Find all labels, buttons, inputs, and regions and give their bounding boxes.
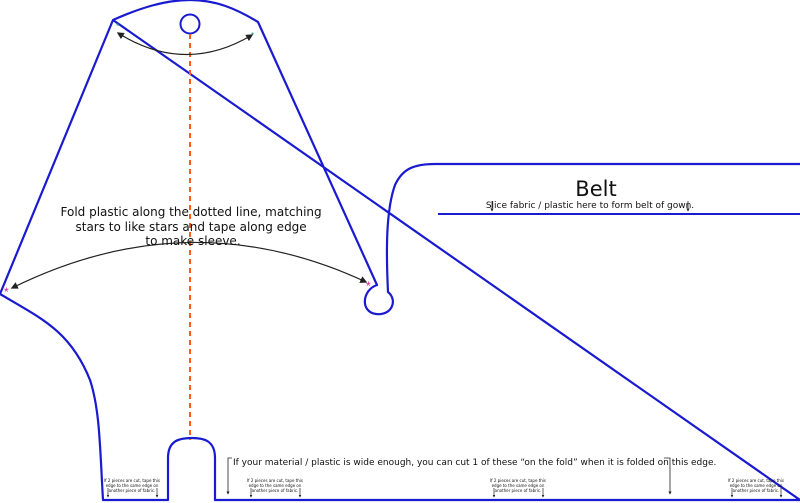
star-pink-right: *: [366, 279, 371, 293]
bottom-match-arrow: [10, 241, 368, 289]
sleeve-instruction: Fold plastic along the dotted line, matc…: [61, 205, 326, 248]
star-teal-right: *: [251, 31, 254, 40]
top-match-arrow: [116, 32, 254, 56]
neck-hole-outline: [179, 13, 201, 35]
star-pink-left: *: [4, 285, 9, 299]
belt-cut-note: Slice fabric / plastic here to form belt…: [486, 201, 694, 211]
star-teal-left: *: [116, 22, 119, 31]
fold-note-arrow-right: [664, 457, 672, 495]
fold-note: If your material / plastic is wide enoug…: [233, 458, 716, 468]
belt-title: Belt: [575, 177, 616, 201]
fold-note-bracket: [226, 457, 232, 495]
